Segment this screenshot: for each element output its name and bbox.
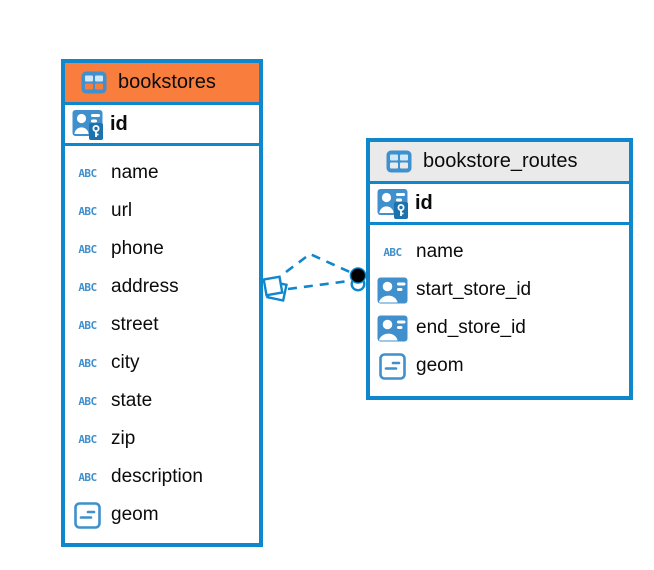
column-label: name — [416, 241, 464, 262]
reference-icon — [376, 277, 409, 304]
column-label: phone — [111, 238, 164, 259]
table-title: bookstores — [118, 71, 216, 93]
primary-key-icon — [376, 186, 409, 220]
column-row-name[interactable]: ABC name — [65, 154, 259, 192]
text-type-icon: ABC — [78, 356, 97, 370]
reference-icon — [376, 315, 409, 342]
column-row-city[interactable]: ABC city — [65, 344, 259, 382]
column-label: zip — [111, 428, 136, 449]
column-label: street — [111, 314, 159, 335]
text-type-icon: ABC — [78, 204, 97, 218]
geometry-type-icon — [376, 352, 409, 380]
column-row-end_store_id[interactable]: end_store_id — [370, 309, 629, 347]
table-header[interactable]: bookstore_routes — [370, 142, 629, 184]
column-label: url — [111, 200, 133, 221]
text-type-icon: ABC — [78, 470, 97, 484]
text-type-icon: ABC — [78, 318, 97, 332]
link-target-dot-marker — [349, 267, 367, 292]
text-type-icon: ABC — [383, 245, 402, 259]
column-label: end_store_id — [416, 317, 526, 338]
column-label: state — [111, 390, 153, 411]
column-label: city — [111, 352, 140, 373]
table-header[interactable]: bookstores — [65, 63, 259, 105]
column-row-name[interactable]: ABC name — [370, 233, 629, 271]
text-type-icon: ABC — [78, 166, 97, 180]
text-type-icon: ABC — [78, 432, 97, 446]
geometry-type-icon — [71, 501, 104, 529]
primary-key-icon — [71, 107, 104, 141]
text-type-icon: ABC — [78, 394, 97, 408]
column-label: geom — [416, 355, 464, 376]
table-icon — [382, 150, 415, 173]
relationship-line[interactable] — [287, 279, 350, 291]
primary-key-section: id — [370, 184, 629, 225]
table-title: bookstore_routes — [423, 150, 578, 172]
column-label: name — [111, 162, 159, 183]
column-row-state[interactable]: ABC state — [65, 382, 259, 420]
column-row-geom[interactable]: geom — [370, 347, 629, 385]
column-row-phone[interactable]: ABC phone — [65, 230, 259, 268]
column-row-address[interactable]: ABC address — [65, 268, 259, 306]
column-row-id[interactable]: id — [65, 105, 259, 143]
column-row-id[interactable]: id — [370, 184, 629, 222]
link-source-diamond-marker — [262, 275, 288, 302]
column-label: start_store_id — [416, 279, 532, 300]
column-label: id — [415, 191, 433, 214]
text-type-icon: ABC — [78, 280, 97, 294]
column-row-street[interactable]: ABC street — [65, 306, 259, 344]
column-row-description[interactable]: ABC description — [65, 458, 259, 496]
relationship-line[interactable] — [285, 252, 353, 275]
table-node-bookstore-routes[interactable]: bookstore_routes id ABC name start_store_i… — [366, 138, 633, 400]
table-icon — [77, 71, 110, 94]
column-row-zip[interactable]: ABC zip — [65, 420, 259, 458]
text-type-icon: ABC — [78, 242, 97, 256]
column-label: geom — [111, 504, 159, 525]
column-row-geom[interactable]: geom — [65, 496, 259, 534]
column-label: id — [110, 112, 128, 135]
column-label: address — [111, 276, 179, 297]
column-label: description — [111, 466, 203, 487]
column-row-url[interactable]: ABC url — [65, 192, 259, 230]
primary-key-section: id — [65, 105, 259, 146]
column-row-start_store_id[interactable]: start_store_id — [370, 271, 629, 309]
